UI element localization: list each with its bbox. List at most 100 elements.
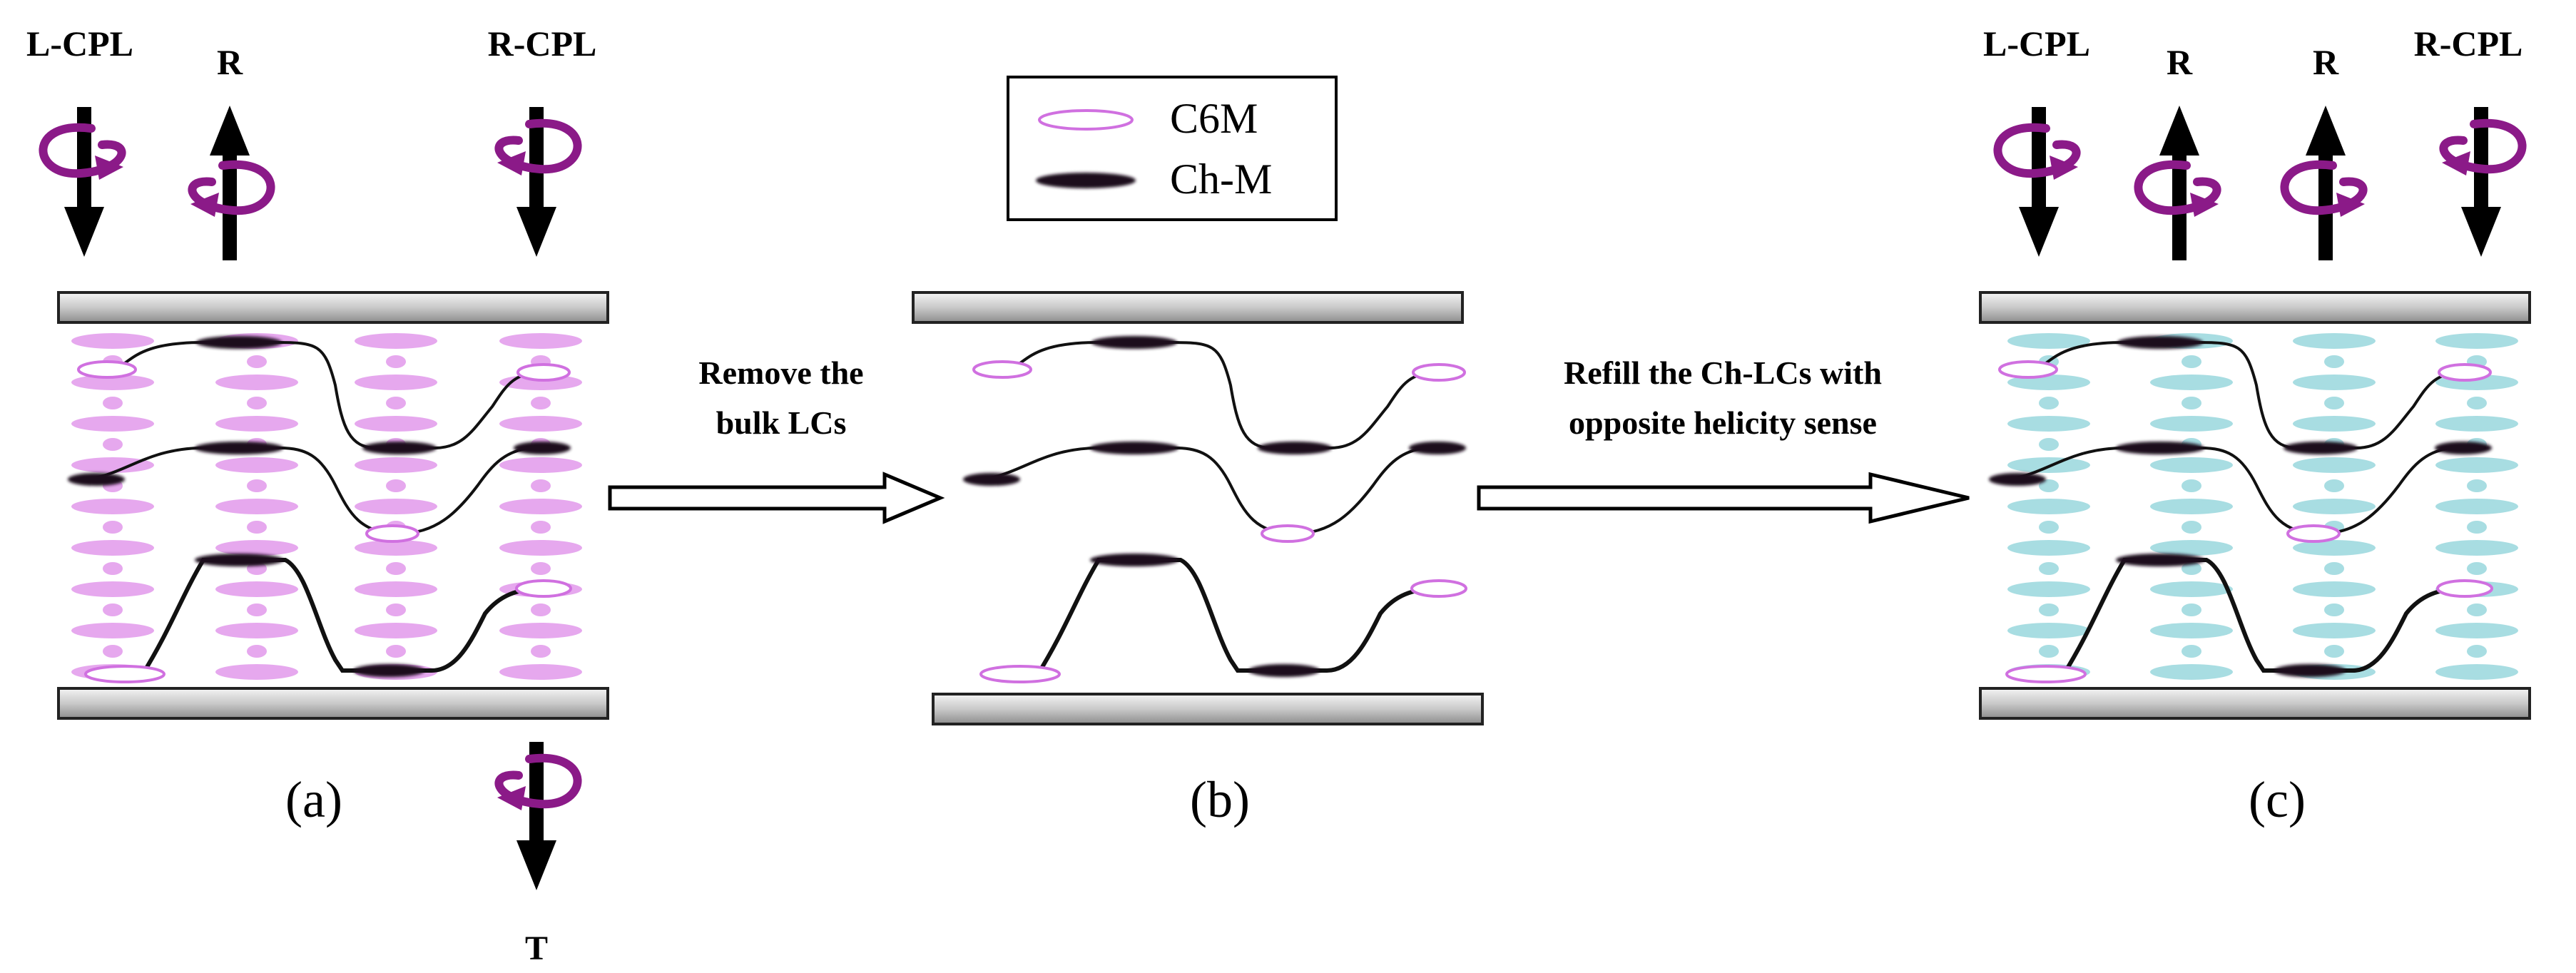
lc-molecule — [2182, 397, 2201, 409]
lc-molecule — [71, 581, 154, 597]
ch-m-molecule — [2117, 336, 2203, 349]
ch-m-molecule — [68, 473, 125, 486]
ch-m-molecule — [2116, 442, 2204, 454]
polymer-chains-b — [963, 336, 1467, 683]
caption-b: (b) — [1190, 771, 1250, 828]
ch-m-molecule — [195, 554, 283, 566]
lc-molecule — [355, 581, 437, 597]
lc-molecule — [215, 623, 298, 638]
lc-molecule — [531, 603, 551, 616]
lc-molecule — [2039, 479, 2059, 492]
lc-molecule — [355, 499, 437, 514]
lc-molecule — [355, 540, 437, 556]
lc-molecule — [386, 645, 406, 658]
lc-molecule — [499, 540, 582, 556]
lc-molecule — [2435, 457, 2518, 473]
arrow-shaft — [2474, 107, 2488, 207]
c6m-molecule — [1410, 579, 1467, 598]
lc-molecule — [71, 499, 154, 514]
bottom-substrate-a — [57, 687, 609, 720]
c6m-molecule — [1998, 360, 2058, 379]
step-remove-line1: Remove the — [698, 355, 863, 391]
lc-molecule — [103, 521, 123, 534]
ch-m-molecule — [963, 473, 1020, 486]
lc-molecule — [499, 623, 582, 638]
lc-molecule — [2467, 521, 2487, 534]
lc-molecule — [2467, 479, 2487, 492]
lc-molecule — [71, 416, 154, 432]
ch-m-molecule — [1258, 442, 1332, 454]
polymer-chains-c — [1989, 336, 2493, 683]
helix-arrowhead — [2336, 193, 2365, 217]
ch-m-legend-swatch — [1036, 173, 1136, 188]
ch-m-molecule — [1989, 473, 2046, 486]
polymer-chain — [77, 447, 565, 536]
lc-molecule — [247, 479, 267, 492]
lc-molecule — [2324, 562, 2344, 575]
helix-arrowhead — [2190, 193, 2219, 217]
lc-molecule — [103, 562, 123, 575]
lc-molecule — [2467, 645, 2487, 658]
lc-molecule — [2324, 479, 2344, 492]
c6m-legend-swatch — [1038, 109, 1134, 131]
ch-m-molecule — [1409, 442, 1466, 454]
ch-m-molecule — [2435, 442, 2492, 454]
lc-molecule — [103, 438, 123, 451]
lc-molecule — [2150, 540, 2233, 556]
lc-molecule — [499, 333, 582, 349]
caption-a: (a) — [285, 771, 342, 828]
lc-molecule — [103, 645, 123, 658]
block-arrow-right-icon — [1477, 472, 1970, 524]
lc-molecule — [2150, 664, 2233, 680]
ch-m-molecule — [1090, 442, 1178, 454]
lc-molecule — [2324, 603, 2344, 616]
ch-m-molecule — [1091, 336, 1177, 349]
circular-polarization-helix-icon — [494, 753, 582, 809]
lc-molecule — [247, 603, 267, 616]
c6m-molecule — [2438, 363, 2492, 382]
lc-molecule — [2150, 457, 2233, 473]
lc-molecule — [499, 664, 582, 680]
polymer-chain — [106, 341, 545, 449]
step-refill-line2: opposite helicity sense — [1569, 404, 1877, 441]
lc-molecule — [2182, 355, 2201, 368]
lc-molecule — [2435, 664, 2518, 680]
helix-arrowhead — [2442, 151, 2470, 175]
lc-molecule — [2007, 540, 2090, 556]
lc-molecule — [355, 333, 437, 349]
lc-molecule — [499, 416, 582, 432]
c6m-molecule — [2436, 579, 2493, 598]
circular-polarization-helix-icon — [188, 160, 275, 215]
lc-molecule — [247, 645, 267, 658]
lc-molecule — [2293, 375, 2376, 390]
helix-arrowhead — [497, 151, 526, 175]
panel-c: L-CPL R R R-CPL (c) — [1979, 24, 2531, 828]
lc-molecule — [2150, 416, 2233, 432]
bottom-substrate-c — [1979, 687, 2531, 720]
lc-molecule — [2293, 457, 2376, 473]
lc-molecule — [355, 375, 437, 390]
lc-molecule — [2435, 333, 2518, 349]
circular-polarization-helix-icon — [494, 118, 582, 174]
lc-molecule — [71, 375, 154, 390]
polymer-chain — [1001, 341, 1440, 449]
lc-molecule — [386, 603, 406, 616]
step-refill: Refill the Ch-LCs with opposite helicity… — [1477, 355, 1970, 524]
top-substrate-b — [912, 291, 1464, 324]
lc-molecule — [2435, 499, 2518, 514]
polymer-chain — [2062, 558, 2467, 676]
lc-molecule — [386, 397, 406, 409]
light-arrows-a — [39, 106, 582, 890]
label-r-c-1: R — [2167, 42, 2193, 82]
lc-molecule — [215, 499, 298, 514]
down-arrow-icon — [2019, 207, 2059, 257]
c6m-molecule — [2286, 524, 2341, 543]
ch-m-molecule — [2116, 554, 2204, 566]
lc-molecule — [2039, 397, 2059, 409]
lc-molecule — [215, 540, 298, 556]
lc-molecule — [2039, 521, 2059, 534]
lc-molecule — [2182, 645, 2201, 658]
circular-polarization-helix-icon — [39, 123, 126, 178]
label-r-c-2: R — [2313, 42, 2339, 82]
ch-m-molecule — [353, 664, 424, 677]
